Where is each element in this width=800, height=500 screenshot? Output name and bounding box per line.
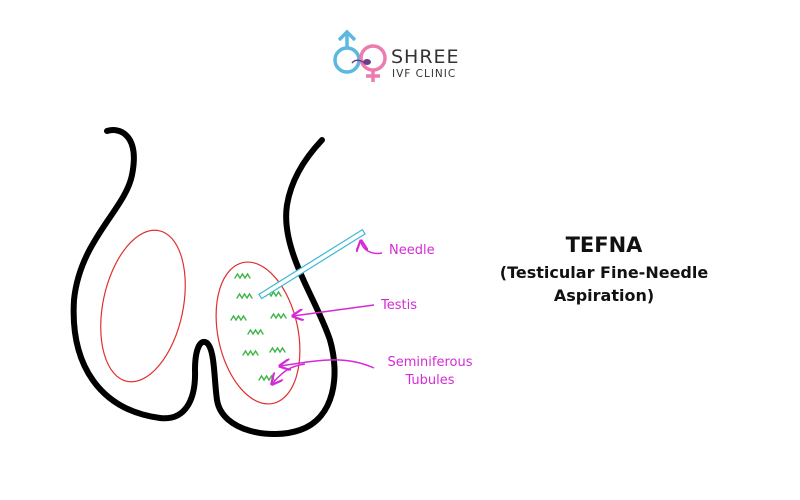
clinic-logo: SHREE IVF CLINIC (333, 29, 460, 82)
diagram-title: TEFNA (566, 233, 644, 257)
tubule (247, 328, 264, 336)
seminiferous-tubules (230, 272, 287, 382)
tubule (258, 374, 275, 382)
left-testis (100, 229, 186, 383)
male-symbol-icon (333, 29, 361, 74)
testis-label: Testis (380, 298, 417, 313)
needle-icon (258, 228, 366, 300)
scrotum-outline (70, 127, 338, 438)
female-symbol-icon (359, 44, 387, 82)
tubule (269, 346, 286, 354)
tubule (230, 314, 247, 322)
needle-label: Needle (389, 243, 435, 258)
sperm-icon (351, 59, 371, 65)
diagram-subtitle-line1: (Testicular Fine-Needle (500, 263, 709, 282)
tubule (236, 292, 253, 300)
tubules-arrow-lower (272, 363, 306, 384)
tubules-label-line1: Seminiferous (388, 355, 473, 370)
testis-arrow (293, 304, 375, 316)
tubule (234, 272, 251, 280)
diagram-subtitle-line2: Aspiration) (554, 286, 654, 305)
tubule (242, 349, 259, 357)
needle-arrow (361, 241, 383, 255)
tubule (270, 312, 287, 320)
tubules-arrow-upper (280, 360, 375, 368)
brand-subtitle: IVF CLINIC (392, 68, 456, 80)
right-testis (215, 261, 301, 405)
tubules-label-line2: Tubules (404, 373, 454, 388)
brand-name: SHREE (391, 46, 460, 68)
